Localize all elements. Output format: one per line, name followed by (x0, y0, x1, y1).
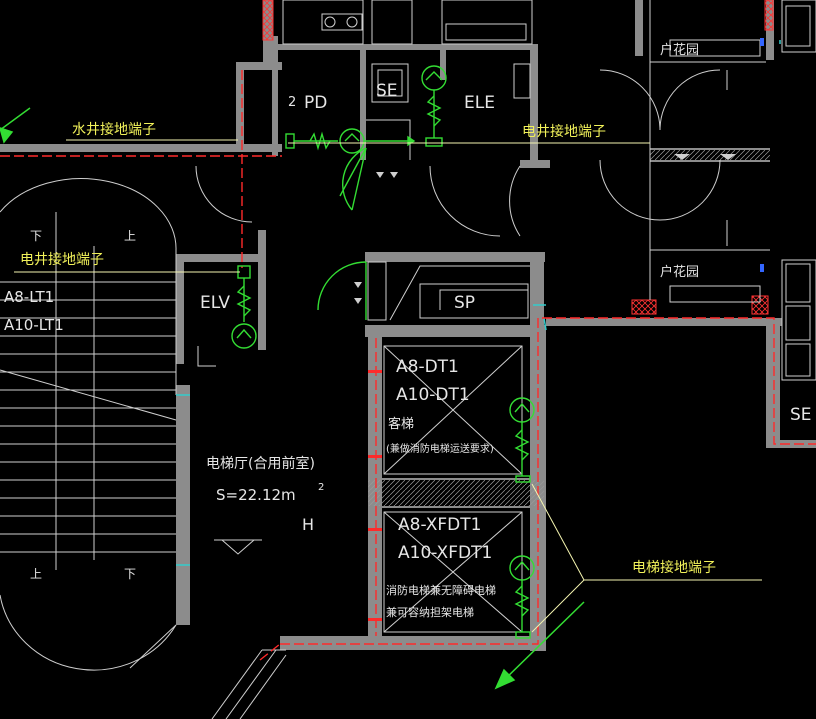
cyan-accents (176, 40, 781, 566)
elec-shaft-terminal-left-label: 电井接地端子 (20, 251, 104, 268)
stair-down-bottom: 下 (124, 567, 136, 581)
blue-marks (760, 38, 764, 272)
elec-shaft-terminal-top-label: 电井接地端子 (522, 123, 606, 140)
leader-lines (14, 139, 762, 633)
lift1-a10-label: A10-DT1 (396, 385, 470, 405)
lobby-h-label: H (302, 515, 314, 534)
lobby-area-sup: 2 (318, 482, 324, 493)
lift1-a8-label: A8-DT1 (396, 357, 459, 377)
lift1-type-label: 客梯 (388, 416, 414, 432)
hatched-walls (262, 0, 774, 315)
equipment-triangles (354, 154, 736, 304)
pd-room-label: PD (304, 93, 327, 113)
elv-room-label: ELV (200, 293, 230, 313)
stair-up-bottom: 上 (30, 567, 42, 581)
equipment (231, 65, 535, 639)
stair-down-top: 下 (30, 229, 42, 243)
garden-mid-label: 户花园 (660, 264, 699, 280)
ele-room-label: ELE (464, 93, 495, 113)
lobby-area-label: S=22.12m (216, 486, 296, 504)
garden-top-label: 户花园 (660, 42, 699, 58)
elevator-terminal-label: 电梯接地端子 (632, 559, 716, 576)
lift2-a10-label: A10-XFDT1 (398, 543, 492, 563)
water-shaft-terminal-label: 水井接地端子 (72, 121, 156, 138)
sp-room-label: SP (454, 293, 475, 313)
text-labels: 水井接地端子 电井接地端子 电井接地端子 电梯接地端子 2 PD SE ELE … (4, 42, 812, 619)
se-top-label: SE (376, 81, 398, 101)
lobby-name-label: 电梯厅(合用前室) (206, 455, 315, 472)
stair-a10-label: A10-LT1 (4, 316, 64, 334)
lift1-note-label: (兼做消防电梯运送要求) (386, 442, 494, 455)
pd-mark: 2 (288, 95, 296, 110)
section-arrows (0, 107, 585, 690)
red-stubs (368, 370, 382, 621)
stair-a8-label: A8-LT1 (4, 288, 54, 306)
lift2-note1-label: 消防电梯兼无障碍电梯 (386, 583, 496, 597)
lift2-note2-label: 兼可容纳担架电梯 (386, 605, 474, 619)
grounding-lines (0, 70, 816, 661)
stair-up-top: 上 (124, 229, 136, 243)
se-right-label: SE (790, 405, 812, 425)
lift2-a8-label: A8-XFDT1 (398, 515, 481, 535)
